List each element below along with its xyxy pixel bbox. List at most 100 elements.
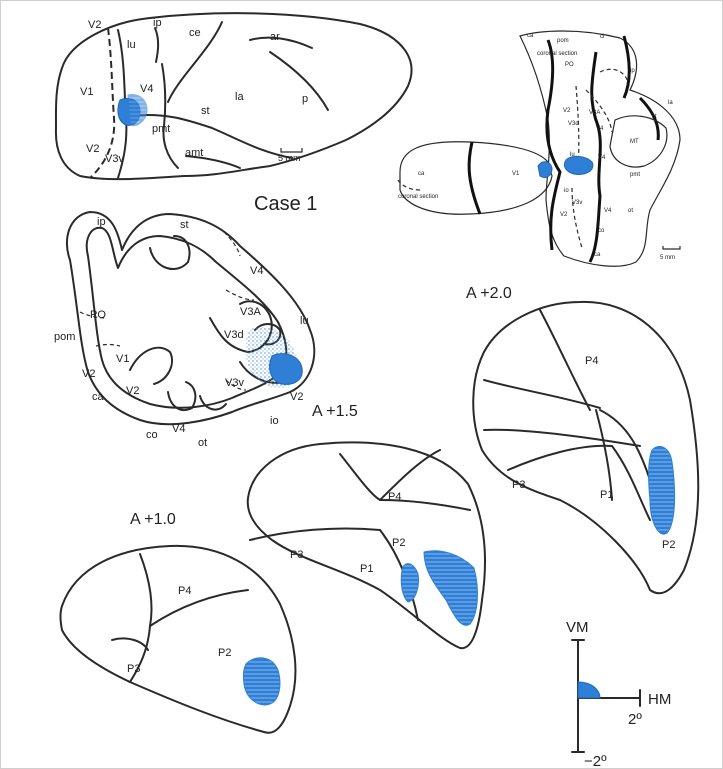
coronal-co-fold xyxy=(168,382,195,410)
flat-label-coronal-bottom: coronal section xyxy=(398,194,438,200)
coronal-label-st: st xyxy=(180,219,189,231)
minus-2-label: −2º xyxy=(584,753,607,769)
lateral-label-v1: V1 xyxy=(80,86,93,98)
section-a2-activity xyxy=(649,446,675,534)
section-a15-activity-p2 xyxy=(424,551,477,626)
principal-sulcus xyxy=(270,52,328,110)
coronal-label-v4-bottom: V4 xyxy=(172,423,185,435)
flatmap-po-dashed xyxy=(600,69,628,82)
flat-label-v3v: V3v xyxy=(572,200,582,206)
coronal-label-ca: ca xyxy=(92,391,105,403)
flat-label-pom: pom xyxy=(557,38,569,44)
coronal-label-v3d: V3d xyxy=(224,329,244,341)
lateral-sulcus xyxy=(130,115,292,158)
lateral-label-lu: lu xyxy=(127,39,136,51)
arcuate-sulcus-upper xyxy=(250,38,312,48)
lateral-label-ip: ip xyxy=(153,17,162,29)
intraparietal-sulcus-upper xyxy=(155,28,158,62)
flat-label-ot: ot xyxy=(628,208,633,214)
coronal-label-v2-right: V2 xyxy=(290,391,303,403)
section-a1-title: A +1.0 xyxy=(130,511,176,528)
lateral-scale-bar xyxy=(281,148,302,152)
section-a1-label-p4: P4 xyxy=(178,585,191,597)
coronal-label-ip: ip xyxy=(97,216,106,228)
section-a-plus-2: A +2.0 P4 P3 P1 P2 xyxy=(466,285,698,593)
visual-field-axis-legend: VM HM 2º −2º xyxy=(566,619,671,769)
section-a1-p4-divider xyxy=(140,554,152,626)
coronal-label-io: io xyxy=(270,415,279,427)
section-a15-activity-p1 xyxy=(401,564,418,602)
flatmap-ip-boundary xyxy=(624,36,629,98)
flat-label-v4-mid: V4 xyxy=(598,155,606,161)
label-zone-lateral xyxy=(128,95,147,126)
flat-label-ca-left: ca xyxy=(418,171,425,177)
section-a1-activity xyxy=(243,658,280,705)
section-a1-p3-top xyxy=(112,638,148,650)
flat-label-v1: V1 xyxy=(512,171,520,177)
coronal-label-lu: lu xyxy=(300,315,309,327)
flat-label-st: st xyxy=(652,114,657,120)
flatmap-scale-label: 5 mm xyxy=(660,255,675,261)
case-title: Case 1 xyxy=(254,193,317,215)
flatmap-injection-site xyxy=(564,156,592,174)
lateral-label-v3v: V3v xyxy=(105,153,124,165)
section-a2-label-p2: P2 xyxy=(662,539,675,551)
flat-label-pmt: pmt xyxy=(630,172,640,178)
flat-label-io: io xyxy=(564,188,569,194)
flat-label-v4a: V4 xyxy=(596,126,604,132)
axis-field-patch xyxy=(578,682,600,698)
section-a15-label-p3: P3 xyxy=(290,549,303,561)
coronal-label-ot: ot xyxy=(198,437,207,449)
section-a2-p3-divider xyxy=(508,446,650,520)
flat-label-ca-top: ca xyxy=(527,33,534,39)
lateral-scale-label: 5 mm xyxy=(278,153,301,163)
lateral-label-p: p xyxy=(302,93,308,105)
lateral-label-amt: amt xyxy=(185,147,203,159)
lateral-label-v2-top: V2 xyxy=(88,19,101,31)
section-a1-label-p2: P2 xyxy=(218,647,231,659)
coronal-injection-site xyxy=(270,354,303,385)
coronal-label-v2-mid: V2 xyxy=(126,385,139,397)
flat-label-ip: ip xyxy=(630,68,635,74)
flat-label-ca-bottom: ca xyxy=(594,252,601,258)
lateral-label-ce: ce xyxy=(189,27,201,39)
flat-label-coronal-top: coronal section xyxy=(537,51,577,57)
lateral-label-la: la xyxy=(235,91,244,103)
coronal-label-pom: pom xyxy=(54,331,75,343)
coronal-ot-fold xyxy=(200,396,226,410)
section-a15-outline xyxy=(248,442,485,648)
flat-label-lu: lu xyxy=(570,152,575,158)
hm-label: HM xyxy=(648,691,671,708)
section-a2-label-p4: P4 xyxy=(585,355,598,367)
section-a2-label-p1: P1 xyxy=(600,489,613,501)
flat-label-ci: ci xyxy=(600,34,604,40)
lateral-label-ar: ar xyxy=(270,31,280,43)
flat-label-mt: MT xyxy=(630,139,639,145)
section-a2-p1-divider xyxy=(596,410,612,500)
section-a-plus-1: A +1.0 P4 P3 P2 xyxy=(61,511,296,733)
flat-label-la: la xyxy=(668,100,673,106)
coronal-label-co: co xyxy=(146,429,158,441)
flat-label-v2-lower: V2 xyxy=(560,212,568,218)
flat-label-v3a: V3A xyxy=(589,110,600,116)
flat-label-v2-upper: V2 xyxy=(563,108,571,114)
section-a15-label-p2: P2 xyxy=(392,537,405,549)
flatmap-view: ca pom ci coronal section PO ip la V3A V… xyxy=(398,31,680,266)
flat-label-v4-lower: V4 xyxy=(604,208,612,214)
coronal-label-v3v: V3v xyxy=(225,377,244,389)
section-a15-title: A +1.5 xyxy=(312,403,358,420)
section-a15-label-p1: P1 xyxy=(360,563,373,575)
vm-label: VM xyxy=(566,619,589,636)
coronal-label-v3a: V3A xyxy=(240,306,261,318)
coronal-label-v1: V1 xyxy=(116,353,129,365)
coronal-label-v2-left: V2 xyxy=(82,368,95,380)
lateral-label-v2-bottom: V2 xyxy=(86,143,99,155)
section-a2-title: A +2.0 xyxy=(466,285,512,302)
coronal-label-v4-top: V4 xyxy=(250,265,263,277)
flat-label-co: co xyxy=(598,228,605,234)
coronal-section-view: ip st V4 V3A V3d lu PO pom V1 V2 V2 V3v … xyxy=(54,212,314,449)
section-a1-label-p3: P3 xyxy=(127,663,140,675)
flatmap-ca-boundary xyxy=(469,142,480,214)
